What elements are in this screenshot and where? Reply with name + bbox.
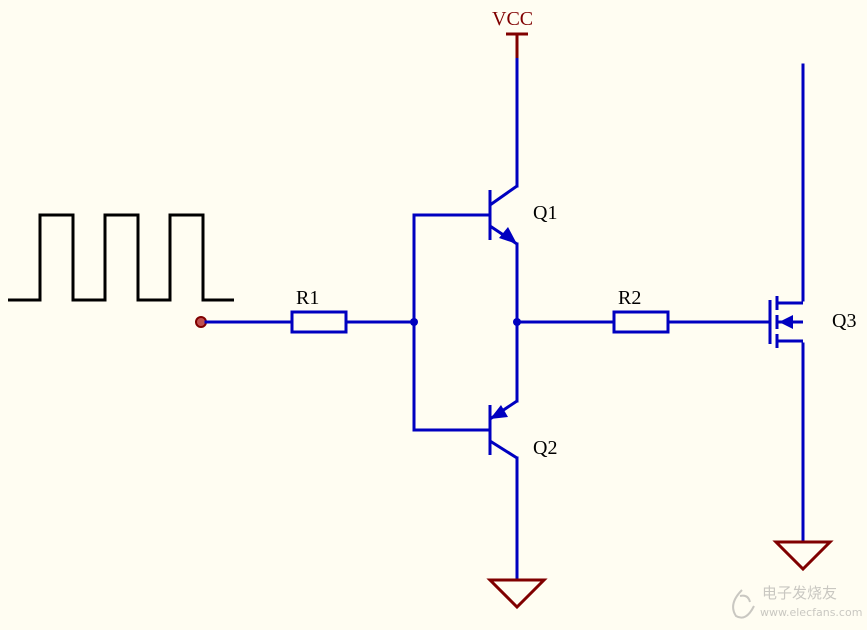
- vcc-power-symbol: [506, 32, 528, 58]
- q2-emitter-arrow: [490, 405, 508, 419]
- junction-dot: [410, 318, 418, 326]
- q3-label: Q3: [832, 310, 856, 332]
- vcc-label: VCC: [492, 8, 533, 30]
- resistor-r1[interactable]: [290, 310, 348, 334]
- watermark: 电子发烧友 www.elecfans.com: [732, 584, 862, 619]
- watermark-url: www.elecfans.com: [760, 606, 862, 619]
- r1-label: R1: [296, 287, 319, 309]
- ground-symbol-q3: [772, 540, 834, 572]
- elecfans-logo-icon: [732, 589, 755, 619]
- q2-label: Q2: [533, 437, 557, 459]
- q1-label: Q1: [533, 202, 557, 224]
- wires: [204, 56, 805, 582]
- q1-emitter-arrow: [499, 227, 517, 244]
- r2-label: R2: [618, 287, 641, 309]
- junction-dot: [513, 318, 521, 326]
- q3-body-arrow: [779, 315, 793, 329]
- square-wave-signal: [8, 213, 234, 302]
- watermark-title: 电子发烧友: [762, 584, 837, 602]
- resistor-r2[interactable]: [612, 310, 670, 334]
- ground-symbol-q2: [486, 578, 548, 610]
